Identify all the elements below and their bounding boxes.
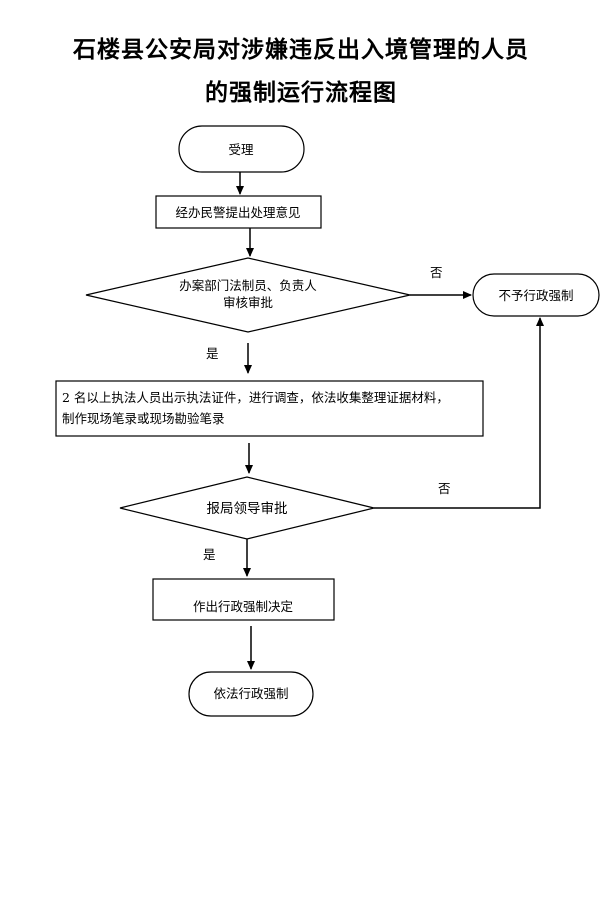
page-title-line-1: 石楼县公安局对涉嫌违反出入境管理的人员	[73, 36, 529, 63]
label-no-2: 否	[438, 481, 451, 496]
leader-label: 报局领导审批	[207, 501, 288, 517]
label-yes-1: 是	[206, 346, 219, 361]
no-enforce-label: 不予行政强制	[498, 288, 573, 303]
decision-label: 作出行政强制决定	[193, 599, 293, 614]
process-node-decision	[152, 578, 335, 621]
opinion-label: 经办民警提出处理意见	[175, 205, 300, 220]
investigate-label-line-1: 2 名以上执法人员出示执法证件，进行调查，依法收集整理证据材料，	[62, 390, 449, 405]
end-node-no-enforce	[472, 273, 600, 317]
label-yes-2: 是	[203, 547, 216, 562]
accept-label: 受理	[228, 142, 254, 157]
process-node-investigate	[55, 380, 484, 437]
review-label-line-2: 审核审批	[223, 295, 273, 310]
page-title-line-2: 的强制运行流程图	[205, 79, 397, 106]
review-label-line-1: 办案部门法制员、负责人	[179, 278, 317, 293]
arrow-leader-no	[374, 317, 544, 509]
investigate-label-line-2: 制作现场笔录或现场勘验笔录	[62, 411, 225, 426]
start-node-accept	[178, 125, 305, 173]
label-no-1: 否	[430, 265, 443, 280]
enforce-label: 依法行政强制	[213, 686, 288, 701]
process-node-opinion	[155, 195, 322, 229]
end-node-enforce	[188, 671, 314, 717]
